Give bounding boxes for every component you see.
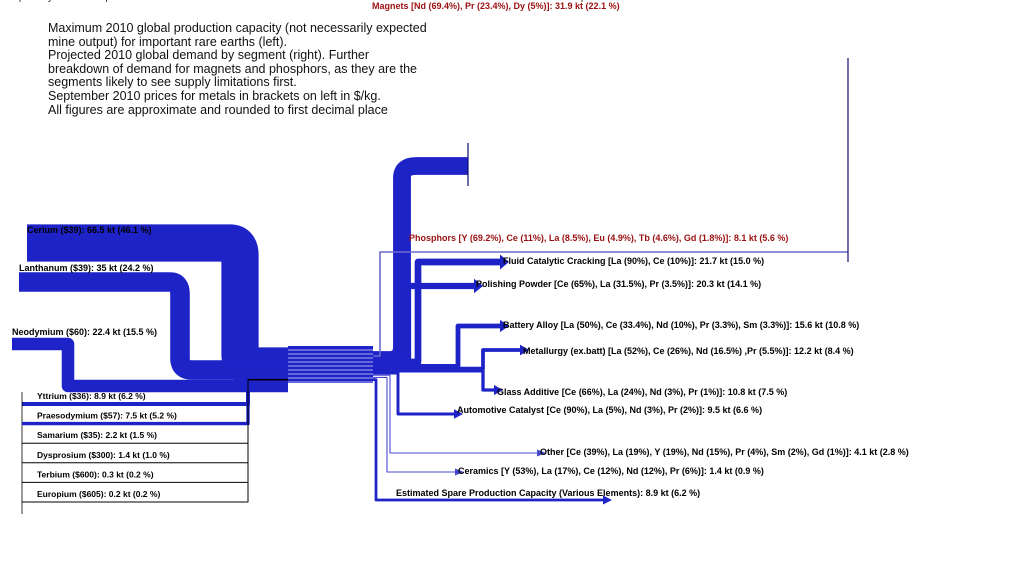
segment-arrow xyxy=(494,385,503,395)
segment-flow xyxy=(373,374,537,454)
segment-flow-phosphors xyxy=(373,251,848,357)
phosphor-label: LCD Screens: 1.1 kt xyxy=(0,0,81,2)
segment-arrow xyxy=(455,468,464,476)
segment-flow xyxy=(373,369,494,392)
merge-block xyxy=(288,346,373,383)
segment-flow xyxy=(373,378,603,502)
label-layer: Cerium ($39): 66.5 kt (46.1 %) Lanthanum … xyxy=(0,0,909,499)
segment-label: Fluid Catalytic Cracking [La (90%), Ce (… xyxy=(503,256,764,266)
flow-layer xyxy=(12,58,849,514)
magnet-label: Optical Devices: 1.6 kt xyxy=(574,0,664,2)
source-label: Dysprosium ($300): 1.4 kt (1.0 %) xyxy=(37,450,170,460)
magnet-label: Others: 1 kt xyxy=(566,0,613,2)
segment-flow xyxy=(373,348,520,371)
segment-label: Other [Ce (39%), La (19%), Y (19%), Nd (… xyxy=(540,447,909,457)
segment-arrow xyxy=(500,319,509,333)
segment-label-magnets: Magnets [Nd (69.4%), Pr (23.4%), Dy (5%)… xyxy=(372,1,620,11)
segment-label: Metallurgy (ex.batt) [La (52%), Ce (26%)… xyxy=(523,346,854,356)
description-note: Maximum 2010 global production capacity … xyxy=(48,21,427,117)
segment-arrow xyxy=(603,495,612,505)
magnet-label: Hard Disk Drives: 9.9 kt xyxy=(566,0,661,2)
segment-flow xyxy=(373,376,455,473)
source-label: Terbium ($600): 0.3 kt (0.2 %) xyxy=(37,469,154,479)
magnet-label: Acoustic: 1.9 kt xyxy=(566,0,628,2)
segment-arrow xyxy=(537,449,546,457)
segment-label: Ceramics [Y (53%), La (17%), Ce (12%), N… xyxy=(458,466,764,476)
magnet-label: Cars: 7.7 kt xyxy=(566,0,613,2)
segment-label: Battery Alloy [La (50%), Ce (33.4%), Nd … xyxy=(503,320,859,330)
segment-label: Polishing Powder [Ce (65%), La (31.5%), … xyxy=(476,279,761,289)
source-label: Samarium ($35): 2.2 kt (1.5 %) xyxy=(37,430,157,440)
segment-arrow xyxy=(500,254,509,270)
source-label: Europium ($605): 0.2 kt (0.2 %) xyxy=(37,489,160,499)
magnet-label: Motors: 8.3 kt xyxy=(566,0,621,2)
magnet-label: MRI: 1.6 kt xyxy=(566,0,610,2)
source-flow-lanthanum xyxy=(19,272,288,380)
segment-arrow xyxy=(474,278,483,294)
segment-arrow xyxy=(454,409,463,419)
source-label: Praesodymium ($57): 7.5 kt (5.2 %) xyxy=(37,411,177,421)
segment-flow xyxy=(373,371,454,416)
segment-label: Automotive Catalyst [Ce (90%), La (5%), … xyxy=(457,405,762,415)
segment-label-phosphors: Phosphors [Y (69.2%), Ce (11%), La (8.5%… xyxy=(409,233,788,243)
source-flow-neodymium xyxy=(12,337,288,393)
phosphor-label: Plasma Screens: 1.1 kt xyxy=(0,0,93,2)
source-label: Yttrium ($36): 8.9 kt (6.2 %) xyxy=(37,391,146,401)
source-flow-small xyxy=(22,379,288,503)
segment-label: Estimated Spare Production Capacity (Var… xyxy=(396,488,700,498)
phosphor-label: Compact Flourescent Lamps: 4.1 kt xyxy=(0,0,143,2)
phosphor-label: Cathode Ray Tubes: 1.9 kt xyxy=(0,0,107,2)
source-label: Cerium ($39): 66.5 kt (46.1 %) xyxy=(27,225,152,235)
source-label: Neodymium ($60): 22.4 kt (15.5 %) xyxy=(12,327,157,337)
segment-label: Glass Additive [Ce (66%), La (24%), Nd (… xyxy=(497,387,787,397)
source-label: Lanthanum ($39): 35 kt (24.2 %) xyxy=(19,263,154,273)
segment-flow xyxy=(373,258,500,366)
segment-flow xyxy=(373,323,500,369)
segment-arrow xyxy=(520,344,529,356)
